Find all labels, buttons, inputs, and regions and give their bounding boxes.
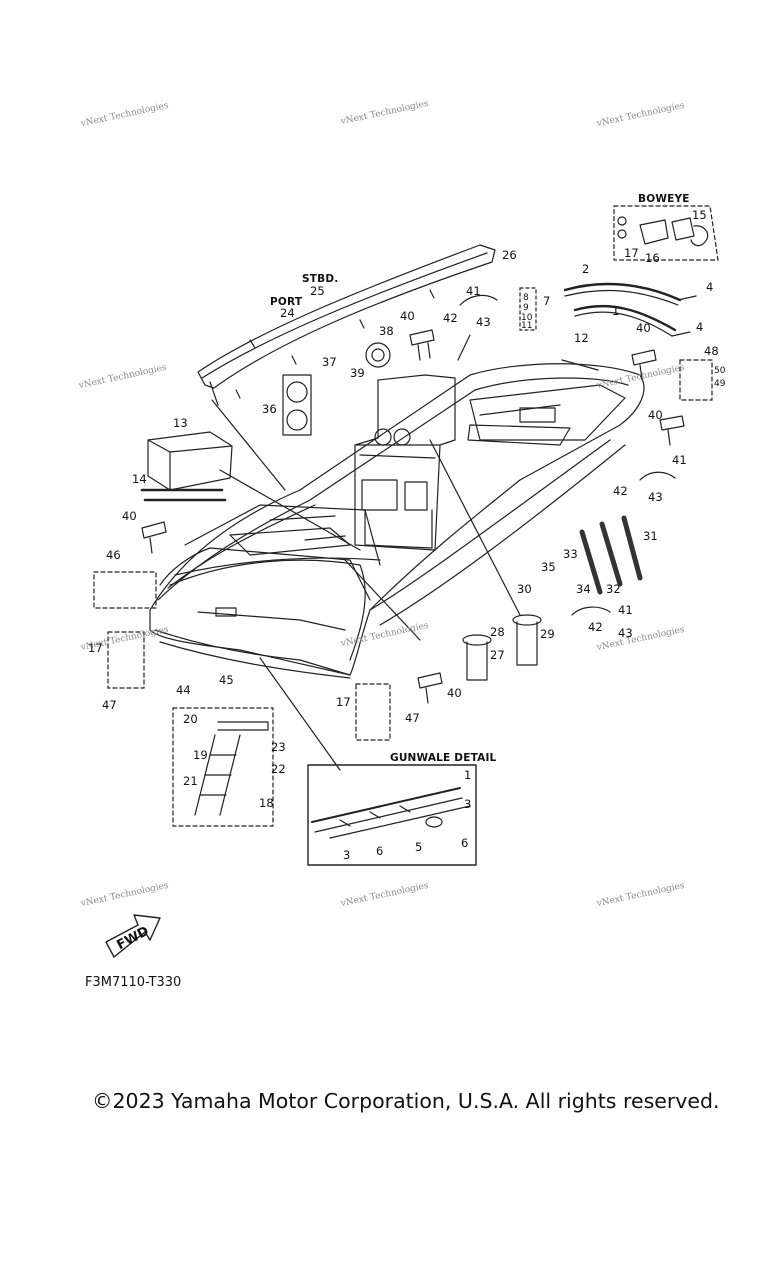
callout-43: 43 xyxy=(618,626,633,640)
rub-rail-strips xyxy=(563,282,697,337)
callout-8: 8 xyxy=(523,293,529,303)
callout-40: 40 xyxy=(400,309,415,323)
callout-47: 47 xyxy=(405,711,420,725)
callout-7: 7 xyxy=(543,294,551,308)
callout-32: 32 xyxy=(606,582,621,596)
callout-49: 49 xyxy=(714,379,726,389)
storage-box xyxy=(147,431,233,491)
hardware-boxes xyxy=(107,631,391,741)
callout-43: 43 xyxy=(476,315,491,329)
callout-9: 9 xyxy=(523,303,529,313)
callout-1: 1 xyxy=(464,768,472,782)
part-code: F3M7110-T330 xyxy=(85,975,182,990)
callout-15: 15 xyxy=(692,208,707,222)
callout-39: 39 xyxy=(350,366,365,380)
callout-11: 11 xyxy=(521,321,533,331)
callout-40: 40 xyxy=(447,686,462,700)
stbd-label: STBD. xyxy=(302,273,339,285)
callout-36: 36 xyxy=(262,402,277,416)
boweye-title: BOWEYE xyxy=(638,193,690,205)
callout-47: 47 xyxy=(102,698,117,712)
callout-44: 44 xyxy=(176,683,191,697)
callout-30: 30 xyxy=(517,582,532,596)
callout-12: 12 xyxy=(574,331,589,345)
callout-24: 24 xyxy=(280,306,295,320)
callout-23: 23 xyxy=(271,740,286,754)
callout-3: 3 xyxy=(343,848,351,862)
callout-4: 4 xyxy=(706,280,714,294)
callout-31: 31 xyxy=(643,529,658,543)
callout-2: 2 xyxy=(582,262,590,276)
callout-6: 6 xyxy=(461,836,469,850)
boweye-parts xyxy=(617,216,709,247)
fastener-strip xyxy=(519,287,537,331)
callout-17: 17 xyxy=(624,246,639,260)
callout-17: 17 xyxy=(336,695,351,709)
callout-29: 29 xyxy=(540,627,555,641)
callout-46: 46 xyxy=(106,548,121,562)
rod-holders xyxy=(579,515,643,595)
callout-10: 10 xyxy=(521,313,533,323)
callout-1: 1 xyxy=(612,304,620,318)
cleats xyxy=(141,329,685,704)
callout-20: 20 xyxy=(183,712,198,726)
callout-26: 26 xyxy=(502,248,517,262)
gunwale-detail-title: GUNWALE DETAIL xyxy=(390,752,497,764)
callout-19: 19 xyxy=(193,748,208,762)
callout-40: 40 xyxy=(122,509,137,523)
rods xyxy=(140,488,227,502)
callout-35: 35 xyxy=(541,560,556,574)
callout-42: 42 xyxy=(613,484,628,498)
callout-3: 3 xyxy=(464,797,472,811)
callout-18: 18 xyxy=(259,796,274,810)
ladder xyxy=(194,721,269,816)
callout-5: 5 xyxy=(415,840,423,854)
callout-43: 43 xyxy=(648,490,663,504)
callout-33: 33 xyxy=(563,547,578,561)
callout-34: 34 xyxy=(576,582,591,596)
top-rail-assembly xyxy=(197,244,496,406)
callout-27: 27 xyxy=(490,648,505,662)
copyright-notice: ©2023 Yamaha Motor Corporation, U.S.A. A… xyxy=(92,1089,720,1113)
callout-37: 37 xyxy=(322,355,337,369)
callout-21: 21 xyxy=(183,774,198,788)
bracket-box xyxy=(93,571,157,609)
callout-13: 13 xyxy=(173,416,188,430)
callout-28: 28 xyxy=(490,625,505,639)
callout-41: 41 xyxy=(466,284,481,298)
callout-25: 25 xyxy=(310,284,325,298)
ladder-box xyxy=(172,707,274,827)
callout-41: 41 xyxy=(672,453,687,467)
cup-box xyxy=(679,359,713,401)
callout-14: 14 xyxy=(132,472,147,486)
callout-45: 45 xyxy=(219,673,234,687)
callout-38: 38 xyxy=(379,324,394,338)
callout-40: 40 xyxy=(648,408,663,422)
callout-42: 42 xyxy=(443,311,458,325)
fwd-arrow-icon xyxy=(105,914,161,958)
cup-holders xyxy=(462,614,542,681)
callout-41: 41 xyxy=(618,603,633,617)
callout-50: 50 xyxy=(714,366,726,376)
speaker-panel xyxy=(282,342,391,436)
callout-17: 17 xyxy=(88,641,103,655)
callout-22: 22 xyxy=(271,762,286,776)
port-label: PORT xyxy=(270,296,303,308)
callout-4: 4 xyxy=(696,320,704,334)
callout-6: 6 xyxy=(376,844,384,858)
callout-42: 42 xyxy=(588,620,603,634)
boat-deck-outline xyxy=(149,334,645,771)
callout-48: 48 xyxy=(704,344,719,358)
callout-40: 40 xyxy=(636,321,651,335)
boweye-detail-box xyxy=(613,205,719,261)
gunwale-detail-box xyxy=(307,764,477,866)
grab-handles xyxy=(459,294,676,616)
callout-16: 16 xyxy=(645,251,660,265)
